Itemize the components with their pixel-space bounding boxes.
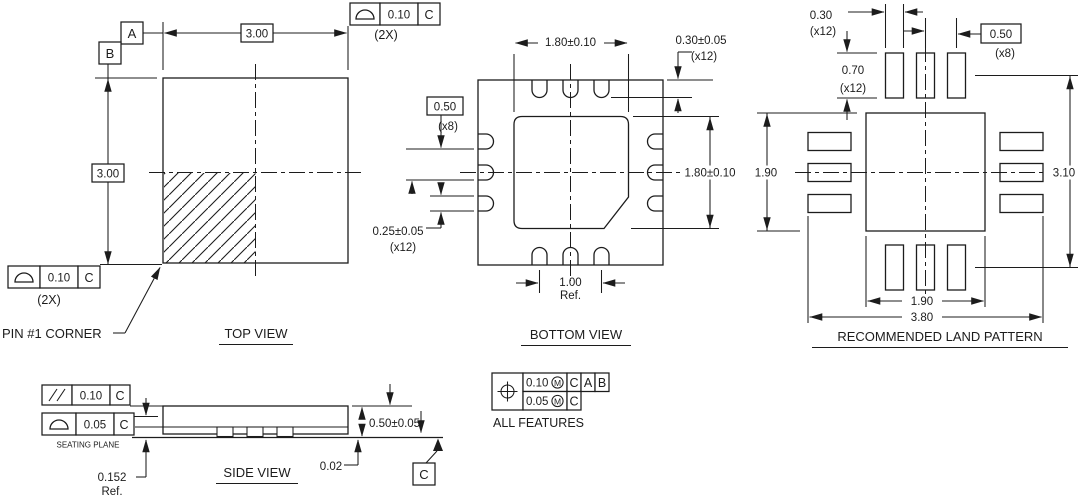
profile-fcf-left: 0.10 C (2X) [7,265,101,307]
datum-target-triangle-icon [433,438,443,451]
datum-b-label: B [98,41,122,65]
land-pad-width-qty: (x12) [810,26,836,38]
land-pitch-boxed: 0.50 (x8) [980,23,1022,60]
profile-of-surface-icon [49,419,69,430]
land-cpad-height-dim: 1.90 [755,168,777,180]
pos-row1-datum3: B [598,376,606,390]
bottom-view-dimension-texts: 1.80±0.10 0.30±0.05 (x12) 1.80±0.10 0.25… [372,35,735,302]
svg-text:SIDE VIEW: SIDE VIEW [223,465,291,480]
bottom-view-title: BOTTOM VIEW [521,327,631,347]
pin1-callout: PIN #1 CORNER [2,266,161,341]
svg-text:0.10: 0.10 [388,10,410,22]
exposed-pad [513,115,630,230]
svg-text:C: C [84,271,93,285]
parallelism-icon [48,388,66,402]
pos-row1-datum2: A [584,376,593,390]
height-dim: 0.50±0.05 [369,418,420,430]
land-pitch-qty: (x8) [995,48,1015,60]
fcf-left-qty: (2X) [37,293,61,307]
svg-text:M: M [554,397,561,407]
center-ref-suffix: Ref. [560,290,581,302]
svg-text:3.00: 3.00 [246,29,268,41]
svg-text:M: M [554,378,561,388]
svg-text:C: C [424,8,433,22]
land-pad-length-dim: 0.70 [842,65,864,77]
profile-of-surface-icon [355,9,375,20]
land-row-span-dim: 3.10 [1053,168,1075,180]
lead-width-qty: (x12) [390,242,416,254]
land-pattern: 0.30 (x12) 0.70 (x12) 1.90 3.10 1.90 3.8… [749,4,1080,349]
svg-text:RECOMMENDED LAND PATTERN: RECOMMENDED LAND PATTERN [837,329,1042,344]
side-view-dimension-lines [136,384,425,478]
svg-text:3.00: 3.00 [97,169,119,181]
profile-of-surface-icon [14,272,34,283]
lead-thickness-dim: 0.152 [98,472,127,484]
position-fcf: 0.10 M C A B 0.05 M C ALL FEATURES [491,372,610,430]
mmc-modifier-icon: M [551,376,564,389]
svg-text:BOTTOM VIEW: BOTTOM VIEW [530,327,623,342]
lead-length-dim: 0.30±0.05 [675,35,726,47]
pos-row2-datum1: C [569,395,578,409]
svg-text:0.05: 0.05 [84,420,106,432]
position-icon [497,381,518,402]
lead-thickness-suffix: Ref. [101,486,122,498]
svg-text:0.10: 0.10 [80,391,102,403]
datum-a-label: A [120,21,144,45]
seating-plane-fcf: 0.05 C SEATING PLANE [41,412,135,450]
center-ref-dim: 1.00 [559,277,581,289]
lead-length-qty: (x12) [691,51,717,63]
top-view: A B 3.00 3.00 0.10 C (2X) [2,2,441,346]
side-view: 0.10 C 0.05 C SEATING PLANE [41,384,443,498]
standoff-dim: 0.02 [320,461,342,473]
profile-fcf-top: 0.10 C (2X) [349,2,441,42]
side-view-title: SIDE VIEW [216,465,298,485]
svg-text:0.10: 0.10 [48,273,70,285]
land-pad-width-dim: 0.30 [810,10,832,22]
top-height-dimension: 3.00 [91,163,125,183]
land-cpad-width-dim: 1.90 [911,296,933,308]
pos-row1-value: 0.10 [526,378,548,390]
top-view-title: TOP VIEW [219,326,293,346]
svg-text:TOP VIEW: TOP VIEW [224,326,288,341]
pitch-dimension-boxed: 0.50 (x8) [426,96,464,133]
svg-text:0.50: 0.50 [990,29,1012,41]
side-view-dimension-texts: 0.152 Ref. 0.50±0.05 0.02 [98,418,420,498]
land-pattern-title: RECOMMENDED LAND PATTERN [812,329,1068,349]
epad-height-dim: 1.80±0.10 [684,168,735,180]
side-view-leads [216,426,294,438]
pin1-label: PIN #1 CORNER [2,326,102,341]
bottom-view-dimension-lines [406,39,719,293]
pin1-hatched-quadrant [164,173,256,263]
seating-plane-label: SEATING PLANE [57,441,120,450]
datum-b-text: B [106,46,115,61]
bottom-view: 1.80±0.10 0.30±0.05 (x12) 1.80±0.10 0.25… [372,35,740,347]
fcf-top-qty: (2X) [374,28,398,42]
mmc-modifier-icon: M [551,394,564,408]
epad-width-dim: 1.80±0.10 [545,37,596,49]
svg-text:C: C [119,418,128,432]
parallelism-fcf: 0.10 C [41,384,131,406]
svg-text:C: C [115,389,124,403]
datum-c-label: C [412,438,443,486]
land-dimension-texts: 0.30 (x12) 0.70 (x12) 1.90 3.10 1.90 3.8… [755,10,1075,324]
land-pads [807,52,1044,291]
lead-width-dim: 0.25±0.05 [372,226,423,238]
top-width-dimension: 3.00 [240,23,274,43]
all-features-label: ALL FEATURES [493,416,584,430]
pos-row2-value: 0.05 [526,396,548,408]
svg-text:0.50: 0.50 [434,102,456,114]
pitch-qty: (x8) [438,121,458,133]
pos-row1-datum1: C [569,376,578,390]
pin1-leader-arrow [124,266,161,334]
datum-a-text: A [128,26,137,41]
land-overall-dim: 3.80 [911,312,933,324]
datum-c-text: C [419,467,428,482]
land-pad-length-qty: (x12) [840,83,866,95]
